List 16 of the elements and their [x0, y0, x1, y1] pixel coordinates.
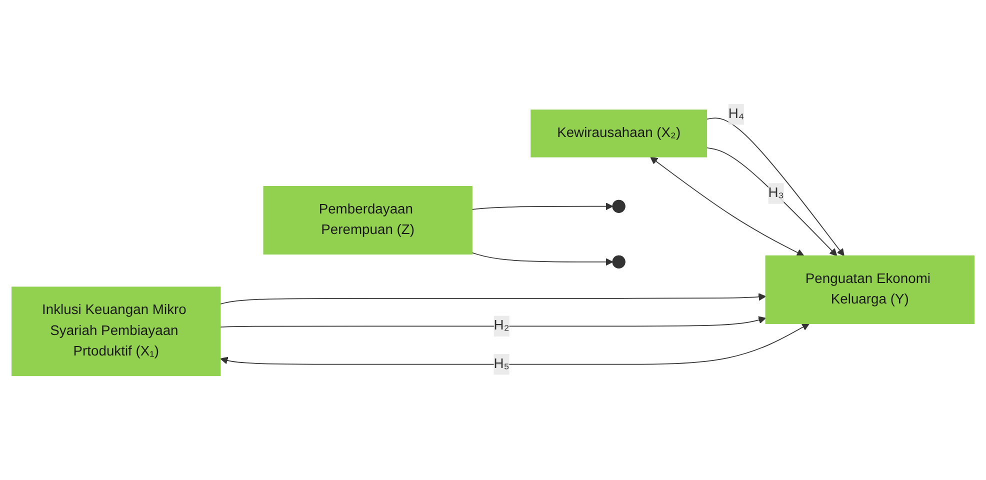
- arrow: [472, 202, 614, 210]
- edge-label: H₅: [494, 356, 510, 372]
- arrow: [650, 156, 804, 256]
- edge-label: H₃: [768, 186, 784, 201]
- arrow: [472, 252, 614, 266]
- edge-label: H₄: [728, 106, 744, 122]
- arrow: [220, 316, 766, 328]
- arrow: [220, 293, 766, 305]
- arrow: [220, 323, 810, 365]
- edge-label: H₂: [494, 318, 510, 334]
- node-box: [530, 110, 708, 158]
- node-box: [765, 256, 974, 324]
- node-box: [12, 286, 221, 376]
- arrow: [706, 148, 838, 256]
- node-box: [263, 186, 472, 255]
- arrow: [706, 118, 844, 256]
